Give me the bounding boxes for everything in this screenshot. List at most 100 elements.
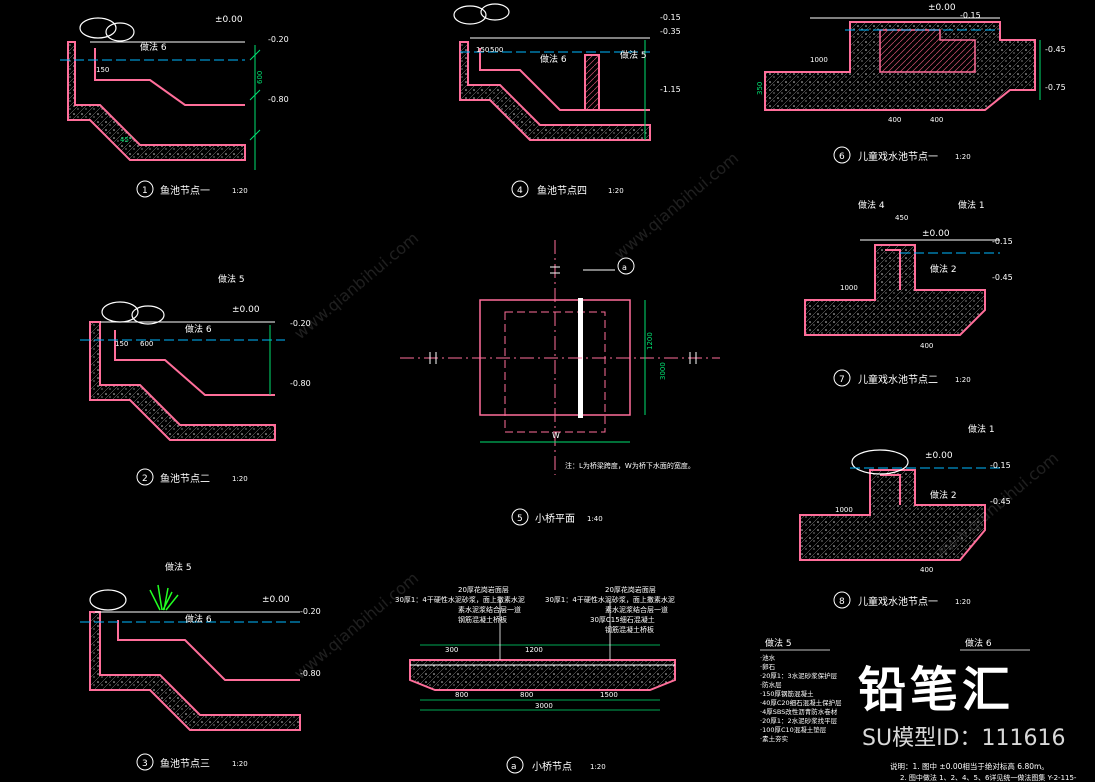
d7-num: 7 — [839, 375, 845, 385]
da-dim-800b: 800 — [520, 691, 533, 699]
url-watermark-3: www.qianbihui.com — [290, 568, 422, 683]
detail-6-kids-pool-node-1: ±0.00 -0.15 -0.45 -0.75 1000 400 400 350… — [756, 3, 1066, 164]
da-dim-1200: 1200 — [525, 646, 543, 654]
d4-num: 4 — [517, 186, 523, 196]
d6-dim-350: 350 — [756, 82, 764, 95]
d8-num: 8 — [839, 597, 845, 607]
legend-line-0: ·池水 — [760, 653, 776, 662]
legend-line-6: ·4厚SBS改性沥青防水卷材 — [760, 707, 838, 716]
d1-title: 鱼池节点一 — [160, 184, 210, 197]
detail-4-fish-pond-node-4: -0.15 -0.35 做法 5 做法 6 -1.15 500 150 4 鱼池… — [453, 3, 681, 198]
d7-title: 儿童戏水池节点二 — [858, 373, 938, 386]
da-dim-300: 300 — [445, 646, 458, 654]
d6-scale: 1:20 — [955, 153, 971, 161]
d5-scale: 1:40 — [587, 515, 603, 523]
d7-dim-450: 450 — [895, 214, 908, 222]
da-layer-l1: 30厚1：4干硬性水泥砂浆，面上撒素水泥 — [395, 595, 525, 604]
d7-scale: 1:20 — [955, 376, 971, 384]
da-layer-r1: 30厚1：4干硬性水泥砂浆，面上撒素水泥 — [545, 595, 675, 604]
da-title: 小桥节点 — [532, 761, 572, 773]
d8-pave-1: 做法 1 — [968, 423, 995, 435]
d1-scale: 1:20 — [232, 187, 248, 195]
d2-lvl-m020: -0.20 — [290, 319, 311, 328]
d5-dim-1200: 1200 — [646, 332, 654, 350]
legend-line-5: ·40厚C20细石混凝土保护层 — [760, 698, 842, 707]
d6-dim-400b: 400 — [930, 116, 943, 124]
note-2: 2. 图中做法 1、2、4、5、6详见统一做法图集 Y-2-115- — [900, 773, 1077, 782]
d1-level-zero: ±0.00 — [215, 15, 243, 25]
d3-title: 鱼池节点三 — [160, 757, 210, 770]
d6-lvl-m015: -0.15 — [960, 11, 981, 20]
d8-title: 儿童戏水池节点一 — [858, 595, 938, 608]
d6-num: 6 — [839, 152, 845, 162]
da-scale: 1:20 — [590, 763, 606, 771]
da-layer-r3: 30厚C15细石混凝土 — [590, 615, 655, 624]
url-watermark-2: www.qianbihui.com — [610, 148, 742, 263]
detail-7-kids-pool-node-2: 做法 4 做法 1 450 ±0.00 -0.15 做法 2 -0.45 100… — [804, 199, 1013, 387]
d3-num: 3 — [142, 759, 148, 769]
da-layer-r0: 20厚花岗岩面层 — [605, 585, 656, 594]
d4-pave-6: 做法 6 — [540, 53, 567, 65]
d7-pave-2: 做法 2 — [930, 263, 957, 275]
d8-scale: 1:20 — [955, 598, 971, 606]
d8-dim-1000: 1000 — [835, 506, 853, 514]
legend-line-9: ·素土夯实 — [760, 734, 789, 743]
d2-lvl-m080: -0.80 — [290, 379, 311, 388]
detail-3-fish-pond-node-3: ±0.00 做法 5 做法 6 -0.20 -0.80 3 鱼池节点三 1:20 — [80, 561, 321, 771]
d8-level-zero: ±0.00 — [925, 451, 953, 461]
da-layer-l2: 素水泥浆结合层一道 — [458, 605, 521, 614]
da-dim-3000: 3000 — [535, 702, 553, 710]
detail-8-kids-pool-node-1: 做法 1 ±0.00 -0.15 做法 2 -0.45 1000 400 8 儿… — [799, 423, 1011, 609]
d2-dim-150: 150 — [115, 340, 128, 348]
d2-level-zero: ±0.00 — [232, 305, 260, 315]
d4-scale: 1:20 — [608, 187, 624, 195]
model-id-watermark: SU模型ID：111616 — [862, 726, 1066, 751]
d4-title: 鱼池节点四 — [537, 184, 587, 197]
d8-pave-2: 做法 2 — [930, 489, 957, 501]
legend-line-3: ·防水层 — [760, 680, 782, 689]
legend-line-2: ·20厚1：3水泥砂浆保护层 — [760, 671, 838, 680]
d7-dim-400: 400 — [920, 342, 933, 350]
d1-dim-150: 150 — [96, 66, 109, 74]
d1-pave-6: 做法 6 — [140, 41, 167, 53]
d3-scale: 1:20 — [232, 760, 248, 768]
d3-lvl-m020: -0.20 — [300, 607, 321, 616]
d7-level-zero: ±0.00 — [922, 229, 950, 239]
d4-lvl-m115: -1.15 — [660, 85, 681, 94]
d2-pave-5: 做法 5 — [218, 273, 245, 285]
d5-num: 5 — [517, 514, 523, 524]
d7-pave-1: 做法 1 — [958, 199, 985, 211]
legend-line-7: ·20厚1：2水泥砂浆找平层 — [760, 716, 838, 725]
d2-scale: 1:20 — [232, 475, 248, 483]
da-layer-r4: 钢筋混凝土桥板 — [605, 625, 654, 634]
d6-dim-400a: 400 — [888, 116, 901, 124]
d3-pave-5: 做法 5 — [165, 561, 192, 573]
detail-1-fish-pond-node-1: ±0.00 做法 6 -0.20 -0.80 150 600 45° 1 鱼池节… — [60, 15, 289, 198]
d3-pave-6: 做法 6 — [185, 613, 212, 625]
note-1: 说明：1. 图中 ±0.00相当于绝对标高 6.80m。 — [890, 761, 1049, 771]
d6-title: 儿童戏水池节点一 — [858, 150, 938, 163]
d5-dim-3000: 3000 — [659, 362, 667, 380]
d4-dim-150: 150 — [476, 46, 489, 54]
legend-title-6: 做法 6 — [965, 637, 992, 649]
d6-lvl-m075: -0.75 — [1045, 83, 1066, 92]
d5-section-a: a — [622, 263, 627, 272]
da-dim-1500: 1500 — [600, 691, 618, 699]
brand-watermark: 铅笔汇 — [858, 662, 1015, 718]
d1-num: 1 — [142, 186, 148, 196]
d8-dim-400: 400 — [920, 566, 933, 574]
da-dim-800a: 800 — [455, 691, 468, 699]
d6-level-zero: ±0.00 — [928, 3, 956, 13]
d1-lvl-m080: -0.80 — [268, 95, 289, 104]
d4-dim-500: 500 — [490, 46, 503, 54]
da-layer-r2: 素水泥浆结合层一道 — [605, 605, 668, 614]
detail-2-fish-pond-node-2: ±0.00 做法 5 做法 6 -0.20 -0.80 150 600 2 鱼池… — [80, 273, 311, 486]
da-layer-l0: 20厚花岗岩面层 — [458, 585, 509, 594]
plant-icon — [149, 584, 179, 611]
url-watermark-1: www.qianbihui.com — [290, 228, 422, 343]
d5-w: W — [552, 431, 560, 440]
d5-title: 小桥平面 — [535, 513, 575, 525]
d7-lvl-m015: -0.15 — [992, 237, 1013, 246]
pond-wall-1 — [67, 41, 246, 161]
